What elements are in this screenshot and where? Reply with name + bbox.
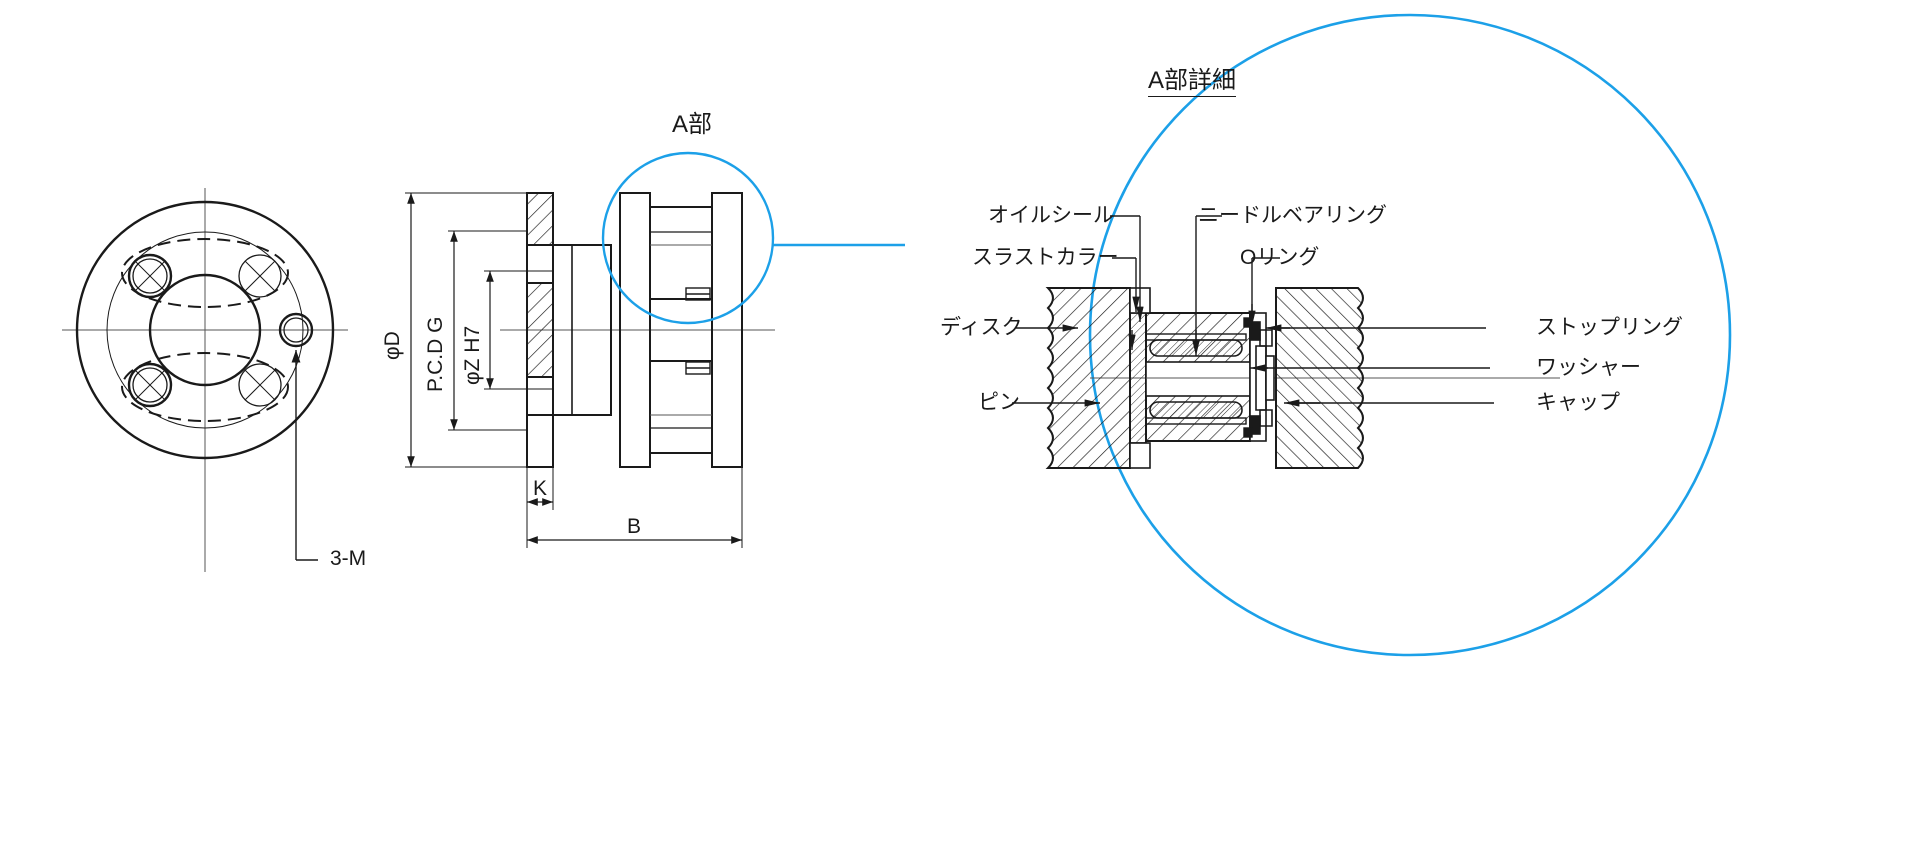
dimension-k: K xyxy=(533,477,548,500)
label-cap: キャップ xyxy=(1536,391,1620,414)
label-o-ring: Oリング xyxy=(1240,246,1320,269)
front-view-geometry xyxy=(62,188,348,572)
label-needle-bearing: ニードルベアリング xyxy=(1198,204,1387,227)
dimension-b: B xyxy=(627,515,642,538)
label-thrust-collar: スラストカラー xyxy=(972,246,1119,269)
detail-view-geometry xyxy=(1012,13,1732,657)
detail-view-heading: A部詳細 xyxy=(1148,69,1237,97)
label-oil-seal: オイルシール xyxy=(988,204,1114,227)
dimension-phi-z: φZ H7 xyxy=(461,325,484,385)
dimension-phi-d: φD xyxy=(381,331,404,360)
label-pin: ピン xyxy=(978,391,1020,414)
dimension-pcd-g: P.C.D G xyxy=(424,316,447,392)
label-disk: ディスク xyxy=(940,316,1023,339)
detail-callout-label: A部 xyxy=(672,111,713,138)
detail-callout-circle xyxy=(601,151,905,325)
front-view-hole-callout: 3-M xyxy=(330,547,367,570)
section-view-geometry xyxy=(405,192,775,548)
label-washer: ワッシャー xyxy=(1536,356,1641,379)
label-stop-ring: ストップリング xyxy=(1536,316,1683,339)
